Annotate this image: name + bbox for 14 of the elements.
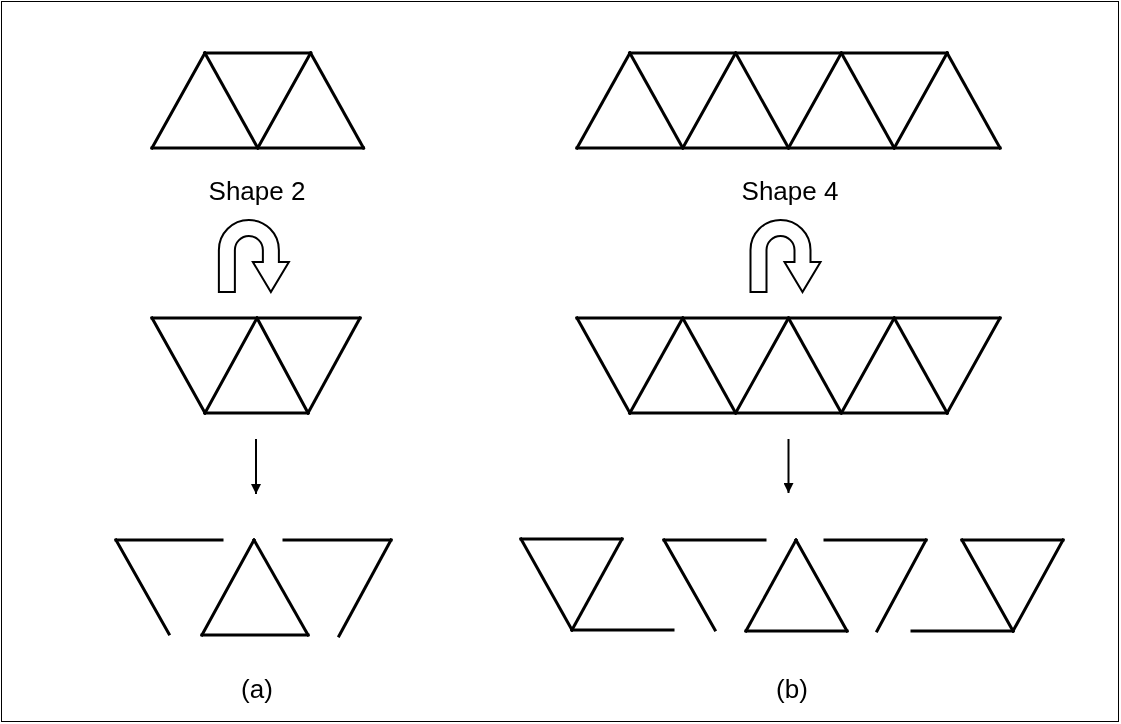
arrow bbox=[251, 438, 261, 495]
triangle-pattern-drawing bbox=[575, 316, 1002, 415]
flip-arrow bbox=[749, 219, 822, 293]
triangle-pattern-drawing bbox=[150, 316, 362, 415]
arrow bbox=[783, 438, 794, 494]
triangle-pattern-drawing bbox=[150, 51, 366, 150]
triangle-pattern-drawing bbox=[575, 51, 1002, 150]
flip-arrow bbox=[217, 219, 290, 293]
shape-caption: (b) bbox=[776, 674, 808, 704]
triangle-pattern-drawing bbox=[114, 538, 393, 638]
shape-caption: Shape 4 bbox=[741, 176, 839, 206]
shape-caption: (a) bbox=[241, 674, 273, 704]
triangle-pattern-drawing bbox=[519, 537, 1065, 633]
shape-caption: Shape 2 bbox=[208, 176, 306, 206]
